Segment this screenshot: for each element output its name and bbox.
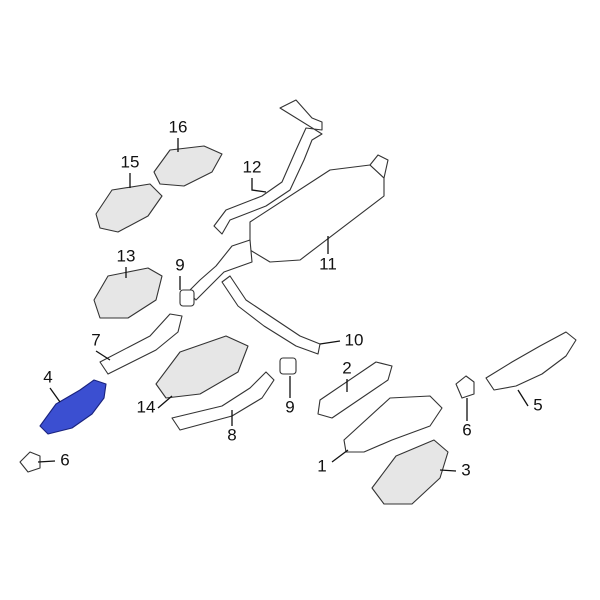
callout-2[interactable]: 2 [342, 358, 351, 377]
catalytic-converter-part-5[interactable] [485, 331, 577, 391]
manifold-gasket-part-2[interactable] [317, 361, 393, 419]
callout-14[interactable]: 14 [137, 397, 156, 416]
callout-5[interactable]: 5 [533, 395, 542, 414]
callout-3[interactable]: 3 [461, 460, 470, 479]
callout-8[interactable]: 8 [227, 425, 236, 444]
callout-11[interactable]: 11 [319, 254, 337, 273]
callout-12[interactable]: 12 [243, 157, 262, 176]
callout-9-lower[interactable]: 9 [285, 397, 294, 416]
heat-shield-part-16[interactable] [153, 145, 223, 187]
callout-16[interactable]: 16 [169, 117, 188, 136]
catalytic-converter-part-4[interactable] [39, 379, 107, 435]
callout-7[interactable]: 7 [91, 330, 100, 349]
muffler-inlet [369, 154, 389, 179]
muffler-part-11[interactable] [249, 164, 385, 263]
gasket-part-6-left[interactable] [19, 451, 41, 473]
heat-shield-part-13[interactable] [93, 267, 163, 319]
callout-9-upper[interactable]: 9 [175, 255, 184, 274]
callout-1[interactable]: 1 [317, 456, 326, 475]
center-pipe-part-10[interactable] [187, 239, 321, 355]
callout-6-left[interactable]: 6 [60, 450, 69, 469]
callout-4[interactable]: 4 [43, 367, 52, 386]
front-pipe-part-8[interactable] [171, 371, 275, 431]
gasket-part-6-right[interactable] [455, 375, 475, 399]
heat-shield-part-14[interactable] [155, 335, 249, 399]
front-pipe-part-7[interactable] [99, 313, 183, 375]
tailpipe-part-12[interactable] [213, 99, 323, 235]
gasket-part-9-lower[interactable] [279, 357, 297, 375]
exhaust-manifold-part-1[interactable] [343, 395, 443, 453]
leader-lines [37, 138, 529, 472]
gasket-part-9-upper[interactable] [179, 289, 195, 307]
heat-shield-part-15[interactable] [95, 183, 163, 233]
callout-10[interactable]: 10 [345, 330, 364, 349]
callout-15[interactable]: 15 [121, 152, 140, 171]
manifold-heat-shield-part-3[interactable] [371, 439, 449, 505]
callout-6-right[interactable]: 6 [462, 420, 471, 439]
callout-13[interactable]: 13 [117, 246, 136, 265]
